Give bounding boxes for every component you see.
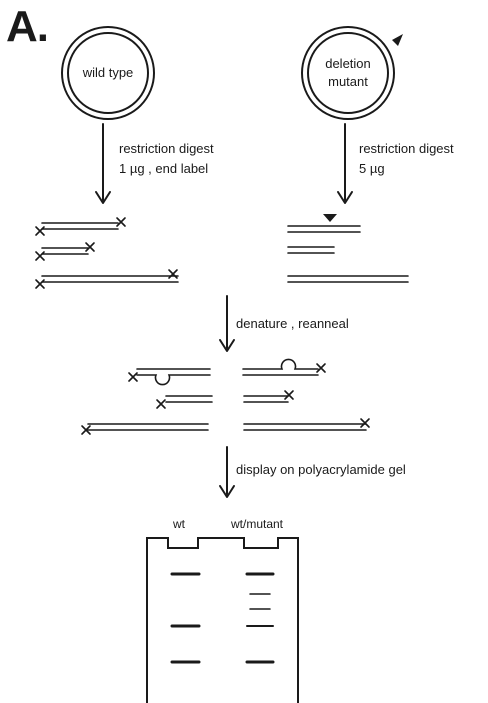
arrow-digest-left — [95, 123, 111, 204]
polyacrylamide-gel — [146, 537, 299, 703]
denature-label: denature , reanneal — [236, 316, 349, 331]
right-digest-label: restriction digest — [359, 141, 454, 156]
deletion-label: deletion — [325, 56, 371, 71]
panel-label: A. — [6, 2, 49, 51]
lane-label-mutant: wt/mutant — [231, 517, 284, 531]
gel-bands-mutant — [245, 572, 275, 664]
deletion-triangle-icon — [323, 214, 337, 222]
gel-bands-wt — [170, 572, 201, 664]
lane-label-wt: wt — [173, 517, 185, 531]
arrow-display — [219, 446, 235, 498]
deletion-marker-icon — [392, 34, 403, 46]
heteroduplex-strands — [81, 358, 370, 435]
end-label-marks — [35, 217, 178, 289]
left-digest-label: restriction digest — [119, 141, 214, 156]
display-label: display on polyacrylamide gel — [236, 462, 406, 477]
right-digest-amount: 5 µg — [359, 161, 385, 176]
wild-type-plasmid — [61, 26, 155, 120]
arrow-digest-right — [337, 123, 353, 204]
left-digest-amount: 1 µg , end label — [119, 161, 209, 176]
mutant-label: mutant — [328, 74, 368, 89]
mutant-fragments — [287, 214, 409, 283]
wild-type-label: wild type — [82, 65, 134, 80]
wt-fragments — [41, 222, 179, 283]
arrow-denature — [219, 295, 235, 352]
deletion-mutant-plasmid — [301, 26, 403, 120]
